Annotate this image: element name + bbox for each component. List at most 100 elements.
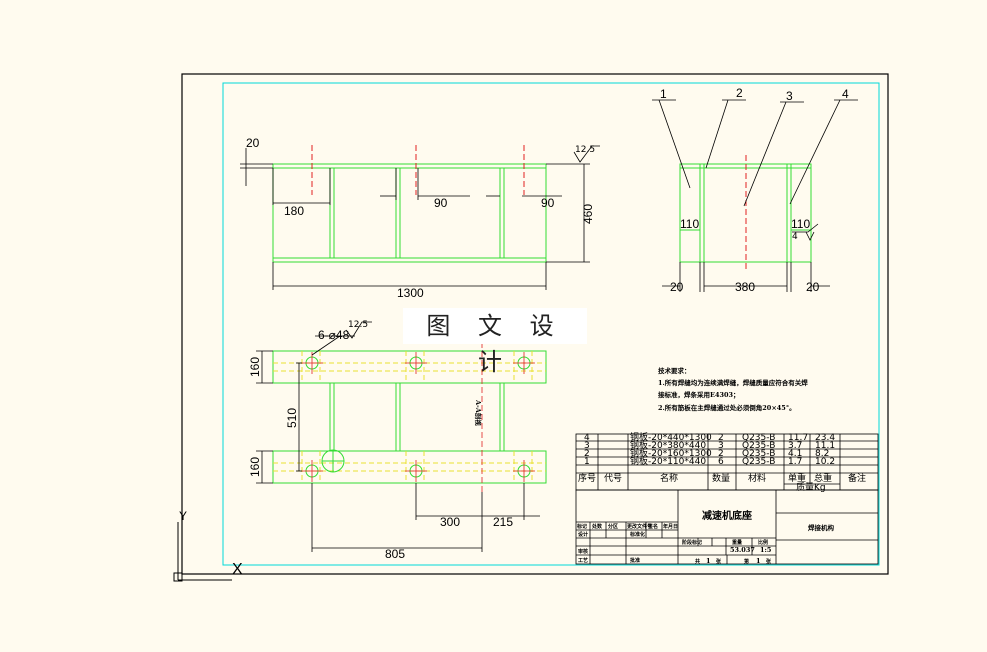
top-view bbox=[272, 350, 547, 484]
top-dim-lines bbox=[256, 321, 540, 552]
sheet-total: 1 bbox=[706, 557, 711, 565]
svg-text:更改文件号: 更改文件号 bbox=[627, 523, 652, 530]
bom-row: 4 钢板-20*440*1300 2 Q235-B 11.7 23.4 bbox=[584, 431, 835, 443]
svg-text:总重: 总重 bbox=[814, 472, 832, 484]
front-roughness: 12.5 bbox=[575, 145, 595, 155]
tech-notes-line-2: 接标准，焊条采用E4303； bbox=[658, 390, 740, 399]
front-view bbox=[272, 163, 547, 263]
svg-text:第: 第 bbox=[744, 558, 749, 565]
company-name: 焊接机构 bbox=[808, 523, 835, 532]
svg-text:分区: 分区 bbox=[608, 523, 618, 530]
svg-text:阶段标记: 阶段标记 bbox=[682, 539, 702, 546]
svg-text:4.1: 4.1 bbox=[788, 449, 802, 459]
top-dim-215: 215 bbox=[493, 515, 513, 529]
svg-text:质量Kg: 质量Kg bbox=[796, 481, 826, 493]
front-dim-90b: 90 bbox=[541, 196, 555, 210]
top-dim-510: 510 bbox=[285, 408, 299, 428]
bom-row: 1 钢板-20*110*440 6 Q235-B 1.7 10.2 bbox=[584, 455, 835, 467]
svg-text:4: 4 bbox=[584, 433, 590, 443]
svg-text:单重: 单重 bbox=[788, 472, 806, 484]
side-dim-380: 380 bbox=[735, 280, 755, 294]
svg-text:1: 1 bbox=[584, 457, 590, 467]
svg-text:标准化: 标准化 bbox=[629, 531, 645, 538]
svg-text:3: 3 bbox=[718, 441, 724, 451]
title-mini-labels: 标记 处数 分区 更改文件号 签名 年月日 设计 标准化 阶段标记 重量 比例 … bbox=[576, 523, 772, 565]
svg-text:张: 张 bbox=[766, 558, 772, 565]
svg-text:重量: 重量 bbox=[732, 539, 742, 546]
bom-rows: 4 钢板-20*440*1300 2 Q235-B 11.7 23.4 3 钢板… bbox=[584, 431, 835, 467]
svg-text:Q235-B: Q235-B bbox=[742, 449, 775, 459]
bom-headers: 序号 代号 名称 数量 材料 单重 总重 备注 质量Kg bbox=[578, 472, 866, 493]
front-dim-180: 180 bbox=[284, 204, 304, 218]
ucs-icon bbox=[173, 522, 232, 582]
side-dim-110-left: 110 bbox=[680, 217, 699, 231]
front-dim-lines bbox=[240, 145, 600, 290]
inner-frame bbox=[222, 82, 880, 566]
title-block bbox=[575, 489, 879, 565]
svg-text:批准: 批准 bbox=[630, 557, 640, 564]
svg-text:2: 2 bbox=[718, 433, 724, 443]
outer-frame bbox=[181, 73, 889, 575]
top-dim-805: 805 bbox=[385, 547, 405, 561]
svg-text:3.7: 3.7 bbox=[788, 441, 802, 451]
drawing-scale: 1:5 bbox=[760, 546, 772, 554]
svg-text:6: 6 bbox=[718, 457, 724, 467]
ucs-y-label: Y bbox=[179, 509, 187, 523]
svg-text:23.4: 23.4 bbox=[815, 433, 835, 443]
svg-text:名称: 名称 bbox=[660, 472, 678, 484]
svg-text:年月日: 年月日 bbox=[663, 523, 678, 530]
svg-text:3: 3 bbox=[584, 441, 590, 451]
svg-text:签名: 签名 bbox=[647, 523, 658, 530]
svg-text:共: 共 bbox=[695, 558, 700, 565]
side-dim-20-right: 20 bbox=[806, 280, 820, 294]
svg-text:2: 2 bbox=[718, 449, 724, 459]
svg-text:2: 2 bbox=[584, 449, 590, 459]
top-dim-160a: 160 bbox=[248, 357, 262, 377]
svg-text:钢板-20*380*440: 钢板-20*380*440 bbox=[630, 439, 706, 451]
svg-text:处数: 处数 bbox=[591, 523, 603, 530]
svg-text:Q235-B: Q235-B bbox=[742, 457, 775, 467]
front-dim-20: 20 bbox=[246, 136, 260, 150]
svg-text:钢板-20*110*440: 钢板-20*110*440 bbox=[630, 455, 706, 467]
top-dim-holes: 6-⌀48 bbox=[318, 328, 350, 342]
front-dim-460: 460 bbox=[581, 204, 595, 224]
top-vertical-note: A-A剖视 bbox=[474, 399, 483, 426]
side-label-4: 4 bbox=[842, 87, 849, 101]
svg-text:Q235-B: Q235-B bbox=[742, 441, 775, 451]
svg-text:钢板-20*440*1300: 钢板-20*440*1300 bbox=[630, 431, 712, 443]
svg-text:备注: 备注 bbox=[848, 472, 866, 484]
svg-text:数量: 数量 bbox=[712, 472, 730, 484]
bom-row: 2 钢板-20*160*1300 2 Q235-B 4.1 8.2 bbox=[584, 447, 829, 459]
ucs-x-label: X bbox=[232, 561, 243, 578]
tech-notes-title: 技术要求： bbox=[658, 366, 691, 375]
svg-text:11.7: 11.7 bbox=[788, 433, 808, 443]
side-label-1: 1 bbox=[660, 87, 667, 101]
drawing-weight: 53.037 bbox=[730, 546, 755, 554]
side-weld-symbol: 4 bbox=[792, 232, 798, 242]
sheet-number: 1 bbox=[756, 557, 761, 565]
svg-text:Q235-B: Q235-B bbox=[742, 433, 775, 443]
side-label-2: 2 bbox=[736, 86, 743, 100]
svg-text:10.2: 10.2 bbox=[815, 457, 835, 467]
side-label-3: 3 bbox=[786, 89, 793, 103]
side-dim-110-right: 110 bbox=[791, 217, 810, 231]
bom-row: 3 钢板-20*380*440 3 Q235-B 3.7 11.1 bbox=[584, 439, 835, 451]
svg-text:代号: 代号 bbox=[604, 473, 622, 484]
svg-text:钢板-20*160*1300: 钢板-20*160*1300 bbox=[630, 447, 712, 459]
top-dim-160b: 160 bbox=[248, 457, 262, 477]
svg-text:设计: 设计 bbox=[578, 531, 588, 538]
side-leaders bbox=[652, 99, 858, 292]
top-roughness: 12.5 bbox=[348, 320, 368, 330]
svg-text:标记: 标记 bbox=[576, 523, 587, 530]
svg-text:材料: 材料 bbox=[748, 472, 766, 484]
svg-text:1.7: 1.7 bbox=[788, 457, 802, 467]
svg-text:11.1: 11.1 bbox=[815, 441, 835, 451]
svg-text:审核: 审核 bbox=[578, 548, 588, 555]
front-dim-90a: 90 bbox=[434, 196, 448, 210]
svg-text:8.2: 8.2 bbox=[815, 449, 829, 459]
tech-notes-line-1: 1.所有焊缝均为连续满焊缝，焊缝质量应符合有关焊 bbox=[658, 378, 808, 387]
side-dim-20-left: 20 bbox=[670, 280, 684, 294]
top-dim-300: 300 bbox=[440, 515, 460, 529]
part-name: 减速机底座 bbox=[702, 509, 752, 522]
